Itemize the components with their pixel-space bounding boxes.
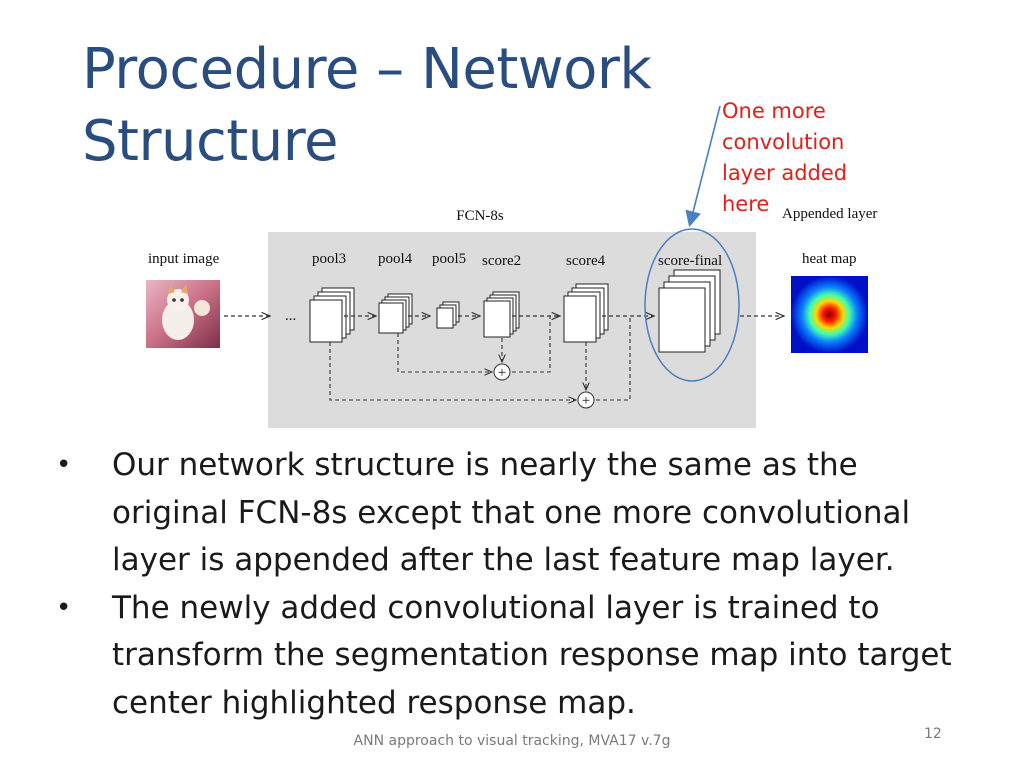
bullet-2-line-1: The newly added convolutional layer is t… [112,589,880,626]
footer-text: ANN approach to visual tracking, MVA17 v… [353,733,671,749]
annotation-line-3: layer added [722,161,848,185]
page-number: 12 [924,726,942,742]
score-final-stack [658,269,721,353]
title-line-1: Procedure – Network [82,37,652,102]
sum-node-2: + [577,391,595,409]
score2-label: score2 [482,253,521,269]
pool3-stack [309,287,355,343]
annotation-line-2: convolution [722,130,845,154]
input-image [146,280,220,348]
score2-stack [483,291,520,338]
network-name-label: FCN-8s [456,208,504,224]
bullet-item-1: • Our network structure is nearly the sa… [56,442,996,585]
svg-text:+: + [498,365,506,381]
diagram-svg: FCN-8s Appended layer input image heat m… [146,206,877,428]
bullet-dot-icon: • [56,592,72,623]
svg-text:+: + [582,393,590,409]
appended-layer-label: Appended layer [782,206,877,222]
bullet-item-2: • The newly added convolutional layer is… [56,585,996,728]
annotation-line-1: One more [722,99,826,123]
score-final-label: score-final [658,253,722,269]
bullet-2-line-2: transform the segmentation response map … [112,637,952,673]
heat-map-label: heat map [802,251,857,267]
bullet-1-line-1: Our network structure is nearly the same… [112,447,858,483]
ellipsis-label: ... [285,308,296,324]
highlight-ellipse [644,228,740,382]
pool4-stack [378,293,413,334]
bullet-1-line-2: original FCN-8s except that one more con… [112,494,911,531]
input-image-label: input image [148,251,220,267]
network-diagram: FCN-8s Appended layer input image heat m… [140,196,890,432]
annotation-note: One more convolution layer added here [722,96,872,220]
pool3-label: pool3 [312,251,346,267]
pool5-stack [436,301,460,329]
bullet-list: • Our network structure is nearly the sa… [56,442,996,727]
skip-connections [329,316,631,400]
heat-map-image [791,276,868,353]
pool5-label: pool5 [432,251,466,267]
pool4-label: pool4 [378,251,413,267]
score4-stack [563,283,609,343]
score4-label: score4 [566,253,606,269]
sum-node-1: + [493,363,511,381]
title-line-2: Structure [82,109,339,174]
bullet-1-line-3: layer is appended after the last feature… [112,542,895,578]
bullet-dot-icon: • [56,450,72,480]
bullet-2-line-3: center highlighted response map. [112,684,636,721]
slide-title: Procedure – Network Structure [82,34,782,178]
annotation-line-4: here [722,192,770,216]
